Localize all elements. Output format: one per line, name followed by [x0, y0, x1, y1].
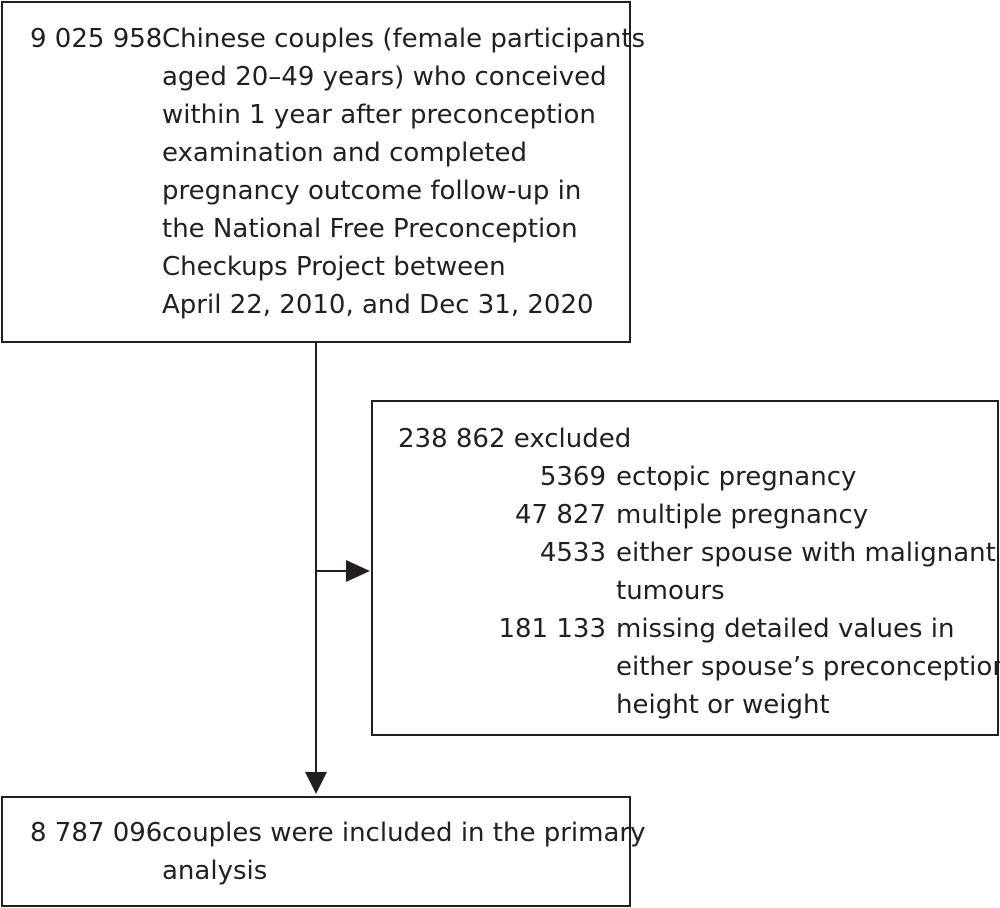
enrolled-description-line: Chinese couples (female participants	[162, 24, 646, 54]
excluded-box	[371, 400, 999, 736]
excluded-item-label: either spouse with malignant	[616, 538, 996, 568]
enrolled-count: 9 025 958	[30, 24, 163, 54]
excluded-item-count: 4533	[539, 538, 606, 568]
included-description-line: analysis	[162, 856, 268, 886]
included-row: 8 787 096 couples were included in the p…	[30, 814, 645, 852]
enrolled-description-line: the National Free Preconception	[162, 214, 578, 244]
enrolled-row: 9 025 958 Chinese couples (female partic…	[30, 20, 645, 58]
excluded-item: 4533 either spouse with malignant	[480, 534, 996, 572]
excluded-header: 238 862 excluded	[398, 424, 632, 454]
enrolled-description-line: pregnancy outcome follow-up in	[162, 176, 582, 206]
excluded-item-label: tumours	[616, 576, 725, 606]
excluded-item-count: 5369	[539, 462, 606, 492]
branch-connector	[316, 570, 348, 572]
excluded-item-label: either spouse’s preconception	[616, 652, 1000, 682]
excluded-item: 47 827 multiple pregnancy	[480, 496, 868, 534]
included-count: 8 787 096	[30, 818, 163, 848]
enrolled-description-line: examination and completed	[162, 138, 528, 168]
excluded-item: 181 133 missing detailed values in	[480, 610, 954, 648]
excluded-item: 5369 ectopic pregnancy	[480, 458, 857, 496]
enrolled-description-line: April 22, 2010, and Dec 31, 2020	[162, 290, 594, 320]
excluded-item-label: missing detailed values in	[616, 614, 955, 644]
enrolled-description-line: within 1 year after preconception	[162, 100, 596, 130]
excluded-item-count: 47 827	[515, 500, 606, 530]
excluded-item-label: height or weight	[616, 690, 830, 720]
arrow-down-icon	[305, 772, 327, 794]
arrow-right-icon	[346, 560, 370, 582]
enrolled-description-line: aged 20–49 years) who conceived	[162, 62, 607, 92]
vertical-connector	[315, 343, 317, 772]
excluded-item-label: multiple pregnancy	[616, 500, 869, 530]
enrolled-box	[1, 1, 631, 343]
enrolled-description-line: Checkups Project between	[162, 252, 506, 282]
included-description-line: couples were included in the primary	[162, 818, 646, 848]
excluded-item-label: ectopic pregnancy	[616, 462, 857, 492]
included-box	[1, 796, 631, 907]
excluded-item-count: 181 133	[498, 614, 606, 644]
